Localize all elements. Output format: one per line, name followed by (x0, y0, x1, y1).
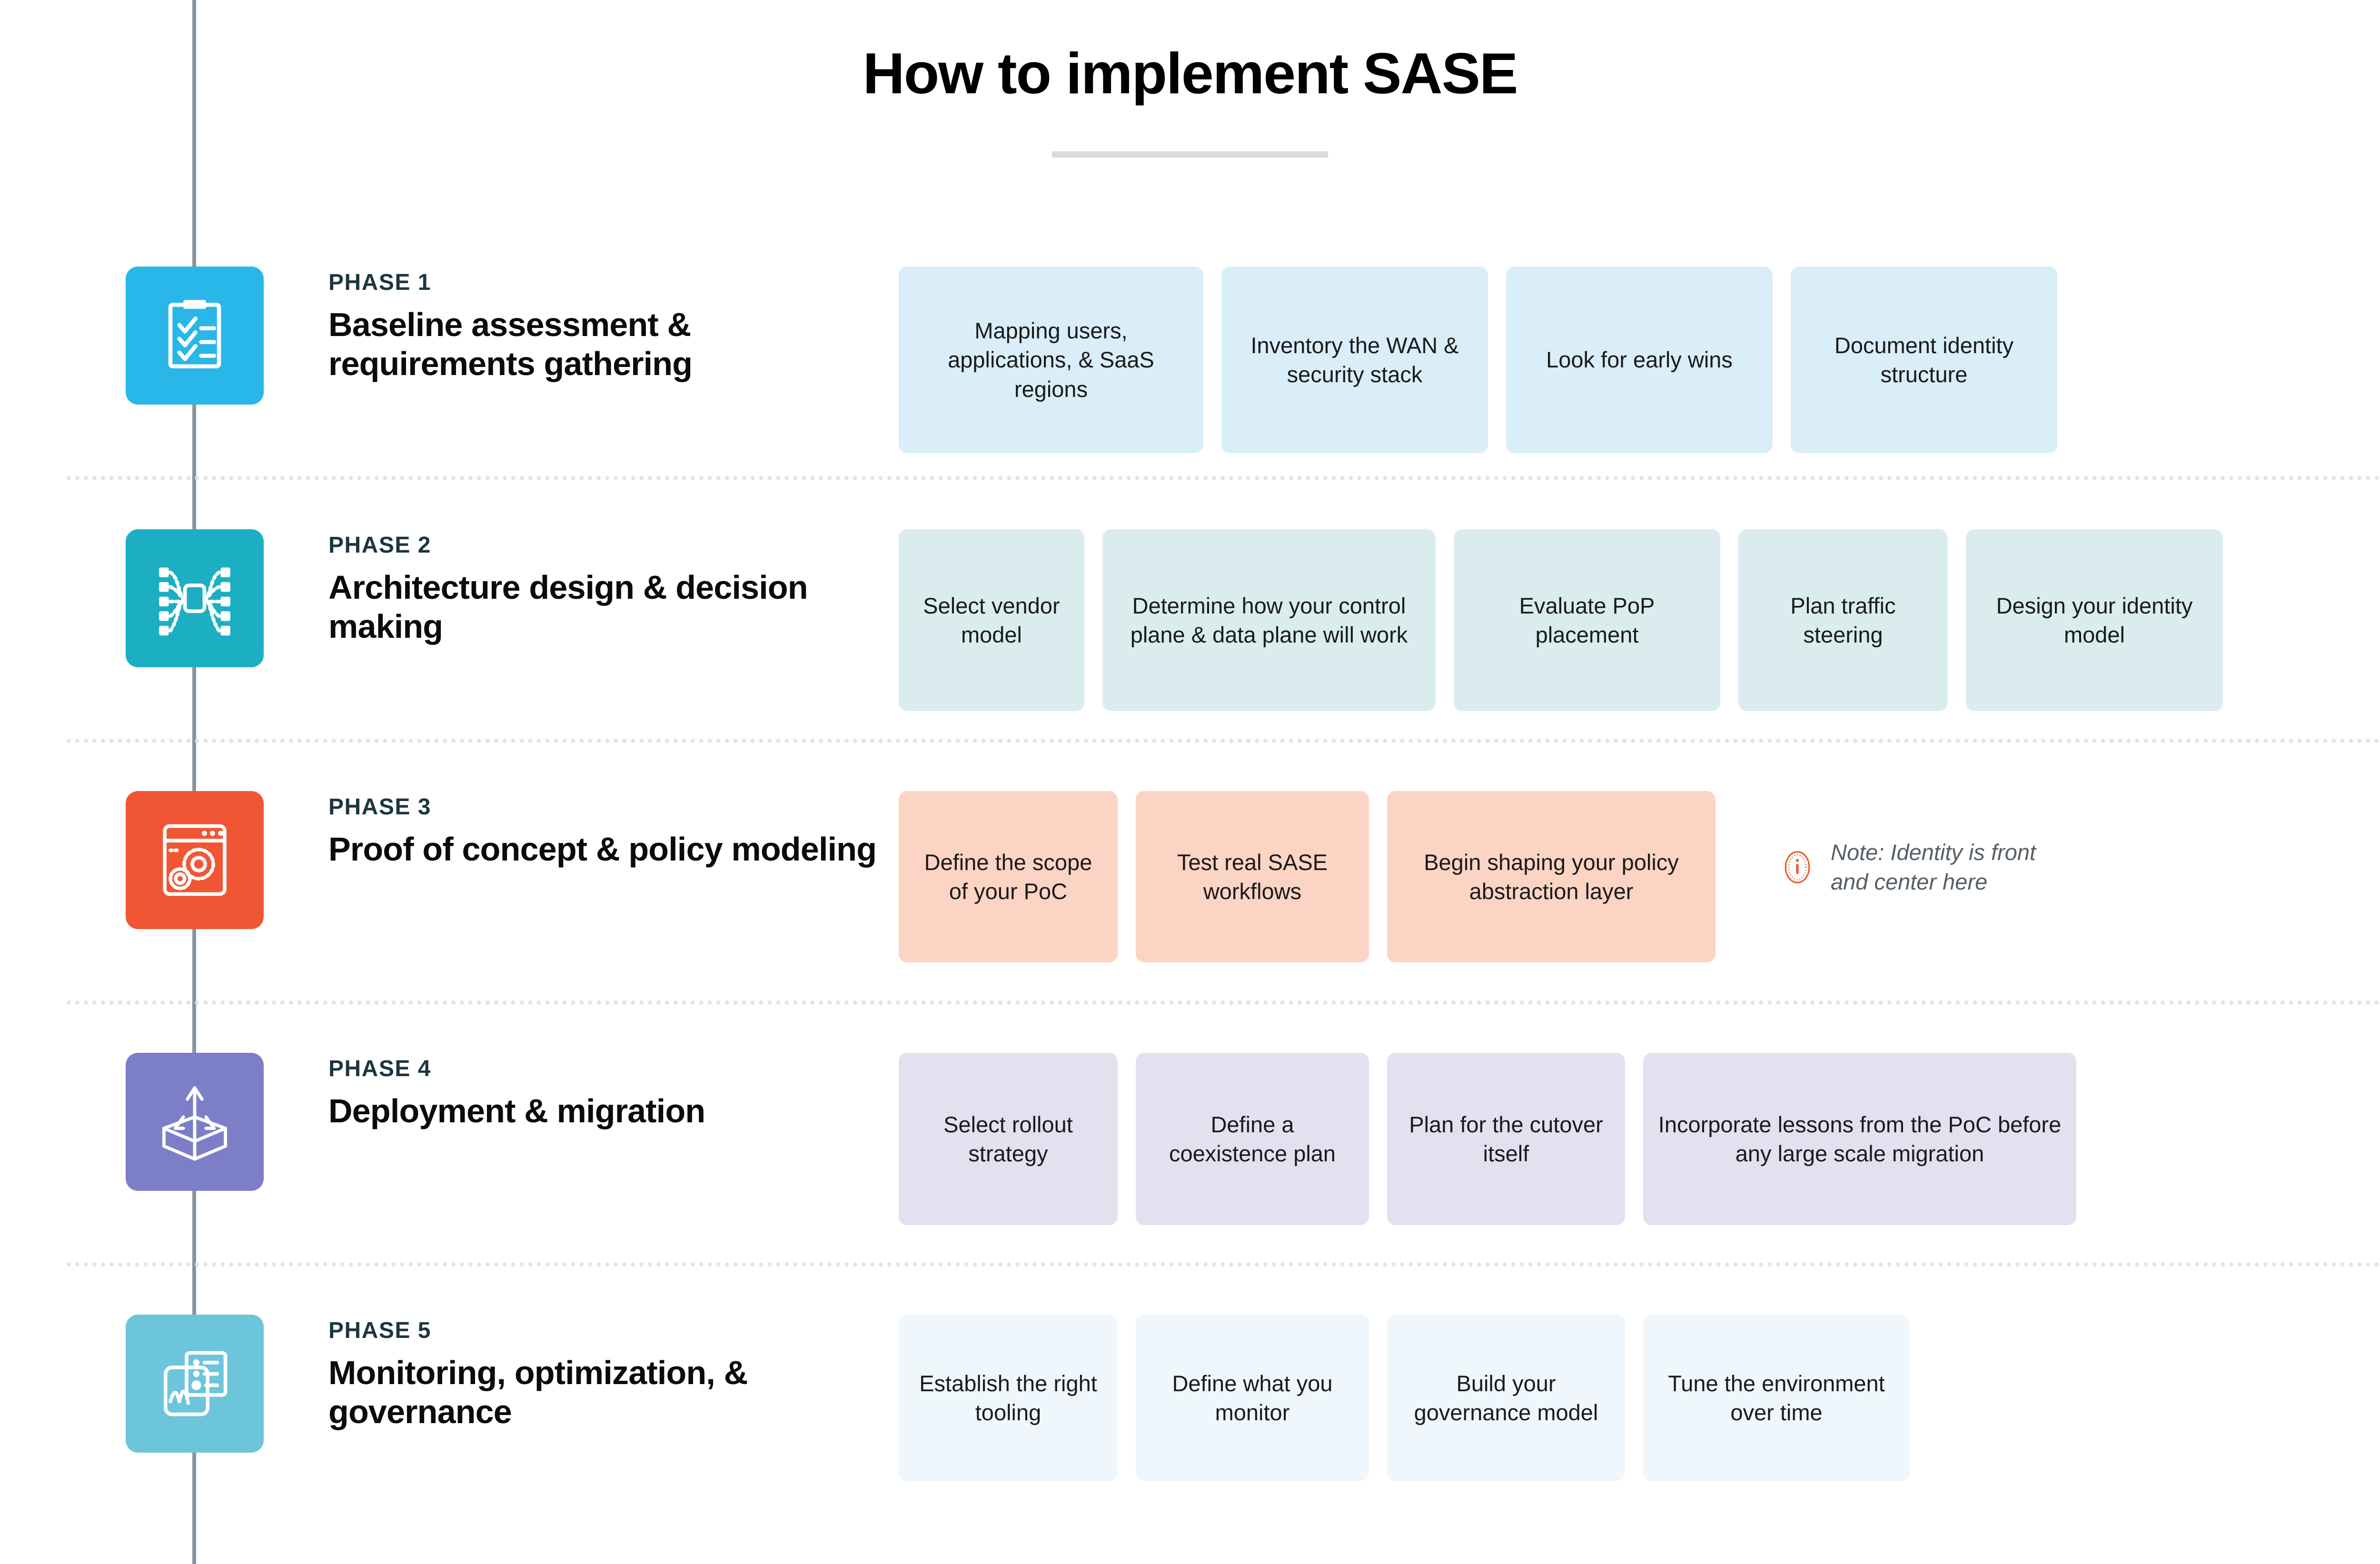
task-card[interactable]: Plan for the cutover itself (1387, 1053, 1625, 1225)
phase-kicker: PHASE 5 (328, 1318, 431, 1343)
browser-gears-icon (154, 820, 235, 901)
task-card[interactable]: Mapping users, applications, & SaaS regi… (899, 267, 1203, 453)
phase-heading-block-5: PHASE 5 Monitoring, optimization, & gover… (328, 1319, 890, 1432)
task-card[interactable]: Establish the right tooling (899, 1315, 1118, 1481)
clipboard-checklist-icon (154, 295, 235, 376)
task-card[interactable]: Determine how your control plane & data … (1102, 529, 1436, 711)
task-card[interactable]: Select rollout strategy (899, 1053, 1118, 1225)
page-title: How to implement SASE (863, 41, 1518, 106)
phase-icon-tile-4 (126, 1053, 264, 1191)
phase-title: Deployment & migration (328, 1092, 705, 1129)
phase-kicker: PHASE 2 (328, 533, 431, 558)
phase-heading-block-2: PHASE 2 Architecture design & decision ma… (328, 534, 890, 646)
network-chip-icon (154, 558, 235, 639)
phase-icon-tile-3 (126, 791, 264, 929)
phase-heading-block-1: PHASE 1 Baseline assessment & requirement… (328, 271, 890, 384)
phase-title: Architecture design & decision making (328, 569, 808, 645)
task-card[interactable]: Define a coexistence plan (1136, 1053, 1369, 1225)
phase-kicker: PHASE 4 (328, 1056, 431, 1081)
title-underline-rule (1052, 151, 1328, 158)
phase-note-text: Note: Identity is front and center here (1831, 840, 2036, 895)
phase-icon-tile-5 (126, 1315, 264, 1453)
phase-icon-tile-1 (126, 267, 264, 405)
rocket-box-icon (154, 1081, 235, 1162)
task-card[interactable]: Define the scope of your PoC (899, 791, 1118, 962)
phase-divider (67, 1000, 2380, 1005)
task-card[interactable]: Begin shaping your policy abstraction la… (1387, 791, 1716, 962)
phase-note: Note: Identity is front and center here (1779, 838, 2036, 897)
phase-heading-block-4: PHASE 4 Deployment & migration (328, 1058, 890, 1131)
phase-title: Proof of concept & policy modeling (328, 831, 877, 868)
monitoring-dashboard-icon (154, 1343, 235, 1424)
phase-card-list-1: Mapping users, applications, & SaaS regi… (899, 267, 2057, 453)
title-block: How to implement SASE (0, 43, 2380, 158)
task-card[interactable]: Design your identity model (1966, 529, 2223, 711)
phase-heading-block-3: PHASE 3 Proof of concept & policy modelin… (328, 796, 890, 869)
task-card[interactable]: Test real SASE workflows (1136, 791, 1369, 962)
task-card[interactable]: Select vendor model (899, 529, 1084, 711)
task-card[interactable]: Build your governance model (1387, 1315, 1625, 1481)
task-card[interactable]: Tune the environment over time (1643, 1315, 1910, 1481)
phase-row-2: PHASE 2 Architecture design & decision ma… (0, 520, 2380, 724)
task-card[interactable]: Document identity structure (1791, 267, 2057, 453)
phase-divider (67, 739, 2380, 743)
phase-kicker: PHASE 3 (328, 794, 431, 820)
phase-row-5: PHASE 5 Monitoring, optimization, & gover… (0, 1305, 2380, 1510)
task-card[interactable]: Plan traffic steering (1738, 529, 1948, 711)
phase-row-4: PHASE 4 Deployment & migration Select roll… (0, 1043, 2380, 1248)
timeline-spine (192, 0, 196, 1564)
phase-title: Baseline assessment & requirements gathe… (328, 306, 693, 382)
task-card[interactable]: Evaluate PoP placement (1454, 529, 1720, 711)
info-circle-icon (1779, 849, 1815, 885)
phase-icon-tile-2 (126, 529, 264, 667)
phase-divider (67, 1262, 2380, 1267)
task-card[interactable]: Inventory the WAN & security stack (1221, 267, 1488, 453)
phase-row-1: PHASE 1 Baseline assessment & requirement… (0, 257, 2380, 462)
task-card[interactable]: Define what you monitor (1136, 1315, 1369, 1481)
phase-divider (67, 476, 2380, 480)
phase-kicker: PHASE 1 (328, 270, 431, 295)
phase-title: Monitoring, optimization, & governance (328, 1354, 748, 1430)
phase-row-3: PHASE 3 Proof of concept & policy modelin… (0, 782, 2380, 986)
task-card[interactable]: Incorporate lessons from the PoC before … (1643, 1053, 2076, 1225)
task-card[interactable]: Look for early wins (1506, 267, 1773, 453)
